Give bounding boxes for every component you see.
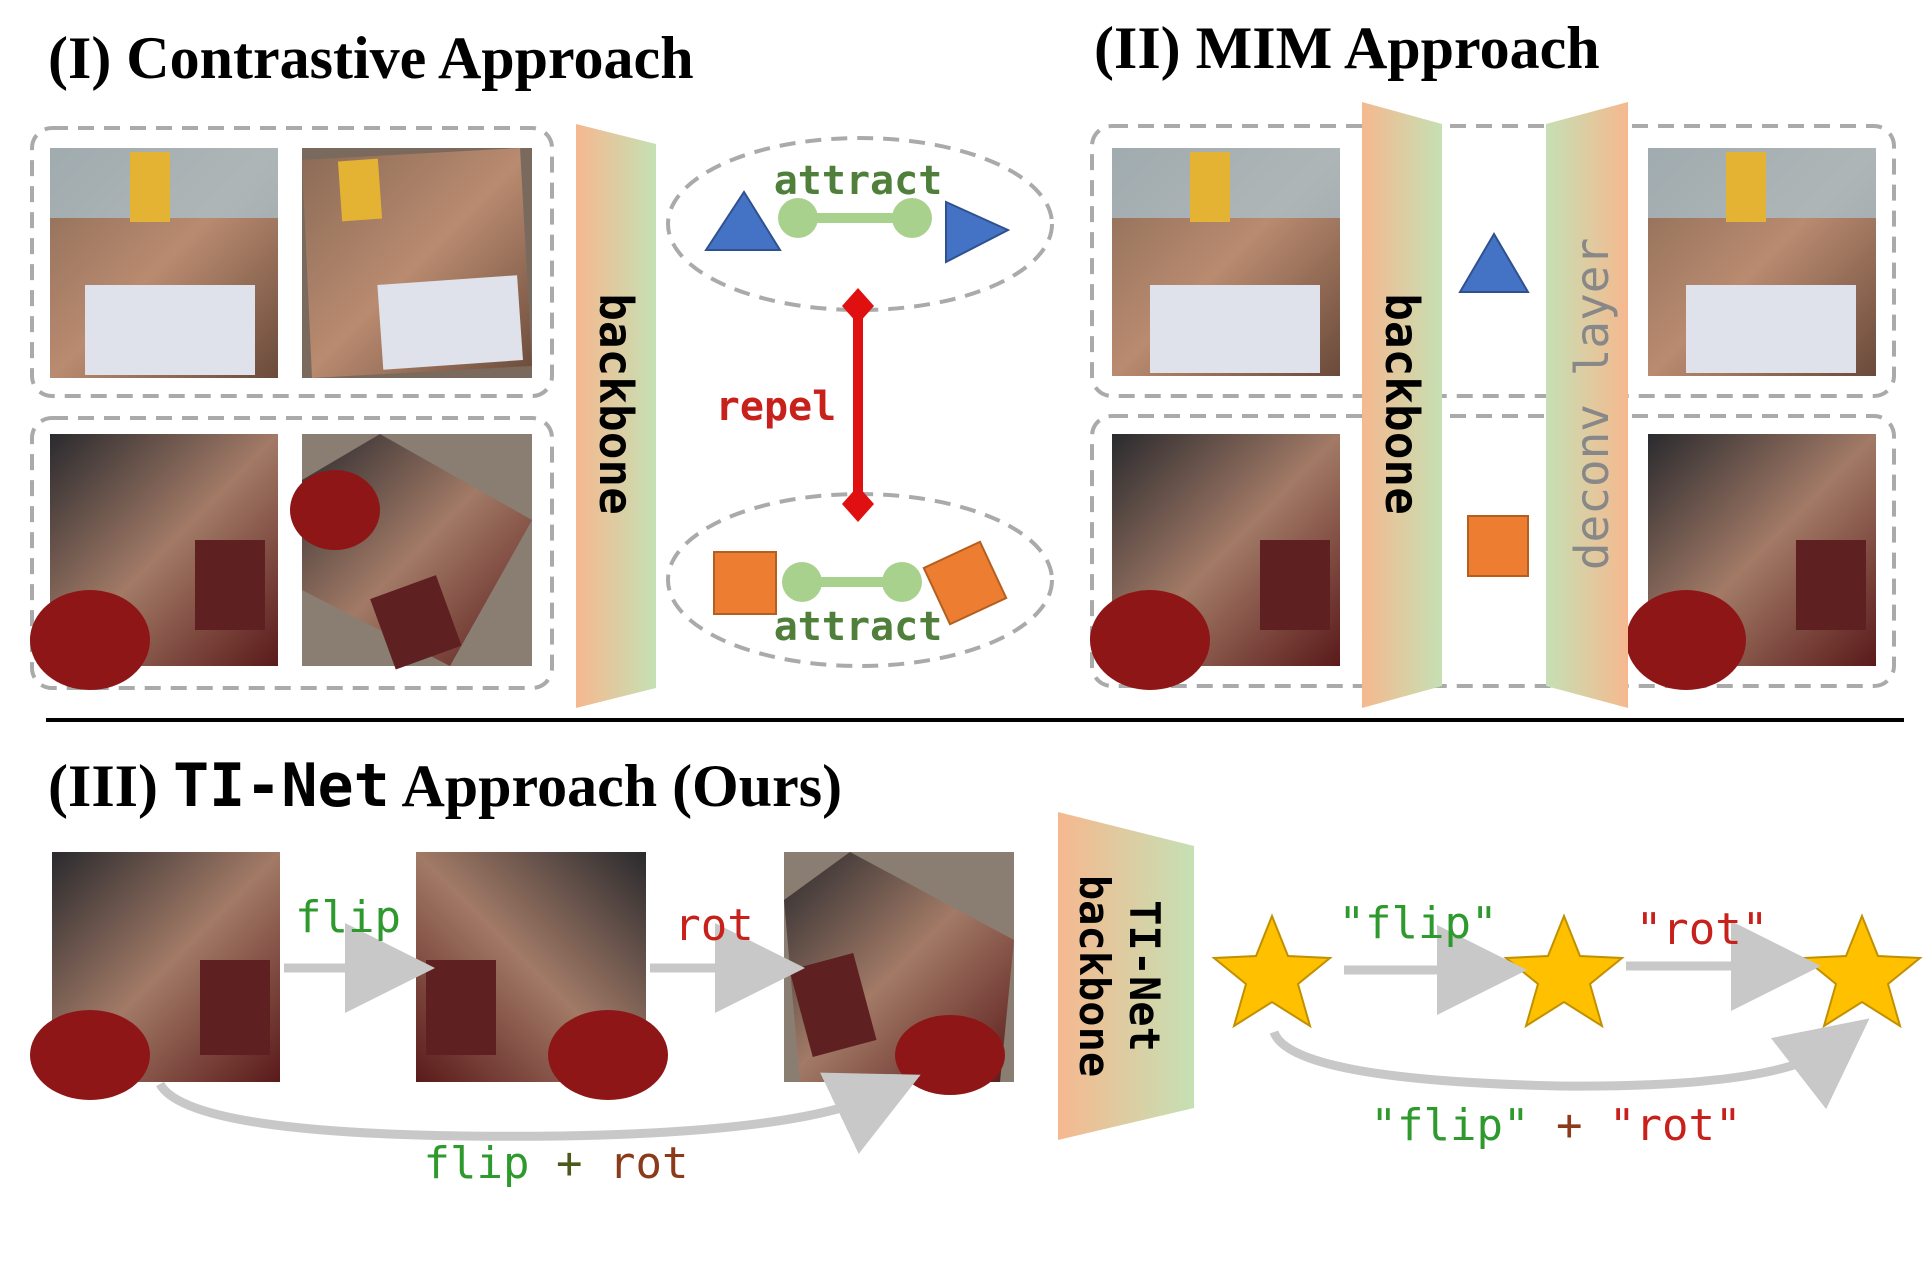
mim-input-image-bottom bbox=[1090, 434, 1340, 690]
tinet-backbone-label-line1: TI-Net bbox=[1120, 900, 1169, 1052]
attract-node bbox=[892, 198, 932, 238]
tinet-backbone bbox=[1058, 812, 1194, 1140]
mim-input-image-top bbox=[1112, 148, 1340, 376]
repel-label: repel bbox=[716, 384, 836, 430]
tinet-backbone-label-line2: backbone bbox=[1070, 875, 1119, 1077]
triangle-cluster-ellipse bbox=[666, 136, 1054, 312]
mim-reconstructed-image-bottom bbox=[1626, 434, 1876, 690]
star-embedding-flipped-rotated bbox=[1801, 913, 1923, 1029]
contrastive-backbone bbox=[576, 124, 656, 708]
contrastive-backbone-label: backbone bbox=[589, 293, 643, 515]
arrow-quoted-flip-plus-rot bbox=[1269, 1018, 1870, 1110]
mim-group-bottom bbox=[1090, 414, 1896, 688]
image-hand-block-original bbox=[30, 434, 278, 690]
square-embedding-left bbox=[713, 551, 777, 615]
positive-pair-group-bottom bbox=[30, 416, 554, 690]
positive-pair-group-top bbox=[30, 126, 554, 398]
tinet-image-flipped bbox=[416, 852, 668, 1100]
mim-group-top bbox=[1090, 124, 1896, 398]
quoted-flip-plus-rot-label: "flip" + "rot" bbox=[1371, 1100, 1742, 1151]
attract-label-top: attract bbox=[774, 158, 943, 204]
tinet-title: (III) TI-Net Approach (Ours) bbox=[48, 751, 842, 821]
mim-backbone bbox=[1362, 102, 1442, 708]
quoted-rot-label: "rot" bbox=[1636, 904, 1768, 955]
quoted-flip-label: "flip" bbox=[1339, 898, 1498, 949]
flip-plus-rot-label: flip + rot bbox=[424, 1138, 689, 1189]
image-hand-box-rotated bbox=[302, 148, 532, 378]
flip-label: flip bbox=[295, 892, 401, 943]
arrow-flip-plus-rot bbox=[156, 1072, 921, 1154]
mim-triangle-embedding bbox=[1458, 232, 1530, 293]
repel-end-bottom bbox=[842, 486, 874, 522]
attract-node bbox=[882, 562, 922, 602]
repel-end-top bbox=[842, 288, 874, 324]
tinet-image-flipped-rotated bbox=[784, 852, 1014, 1095]
mim-deconv-layer bbox=[1546, 102, 1628, 708]
contrastive-title: (I) Contrastive Approach bbox=[48, 25, 694, 91]
mim-deconv-label: deconv layer bbox=[1565, 238, 1619, 570]
attract-node bbox=[778, 198, 818, 238]
mim-title: (II) MIM Approach bbox=[1094, 15, 1600, 81]
mim-reconstructed-image-top bbox=[1648, 148, 1876, 376]
image-hand-block-rotated bbox=[290, 434, 532, 670]
tinet-image-original bbox=[30, 852, 280, 1100]
rot-label: rot bbox=[674, 900, 753, 951]
star-embedding-original bbox=[1211, 913, 1333, 1029]
square-embedding-right bbox=[922, 540, 1008, 626]
attract-label-bottom: attract bbox=[774, 604, 943, 650]
image-hand-box-original bbox=[50, 148, 278, 378]
mim-backbone-label: backbone bbox=[1375, 293, 1429, 515]
triangle-embedding-left bbox=[704, 190, 782, 251]
mim-square-embedding bbox=[1467, 515, 1529, 577]
attract-node bbox=[782, 562, 822, 602]
triangle-embedding-right bbox=[945, 200, 1011, 264]
star-embedding-flipped bbox=[1503, 913, 1625, 1029]
